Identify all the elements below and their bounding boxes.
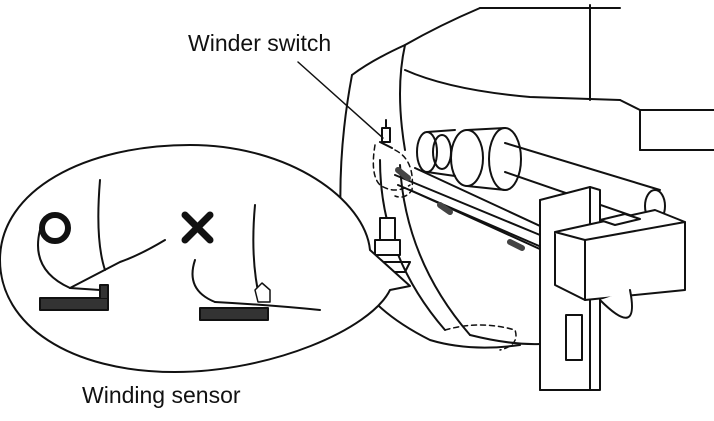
incorrect-cross-icon bbox=[181, 211, 214, 244]
tension-bars bbox=[394, 167, 561, 256]
winding-sensor-label: Winding sensor bbox=[82, 382, 241, 408]
winder-switch bbox=[379, 119, 393, 149]
front-bracket bbox=[539, 186, 686, 391]
hidden-paths bbox=[372, 144, 517, 351]
callout-bubble bbox=[0, 144, 411, 373]
incorrect-example bbox=[191, 204, 321, 321]
winder-switch-label: Winder switch bbox=[188, 30, 332, 56]
correct-example bbox=[37, 179, 166, 311]
correct-circle-icon bbox=[39, 212, 71, 244]
winder-switch-leader bbox=[297, 61, 384, 139]
